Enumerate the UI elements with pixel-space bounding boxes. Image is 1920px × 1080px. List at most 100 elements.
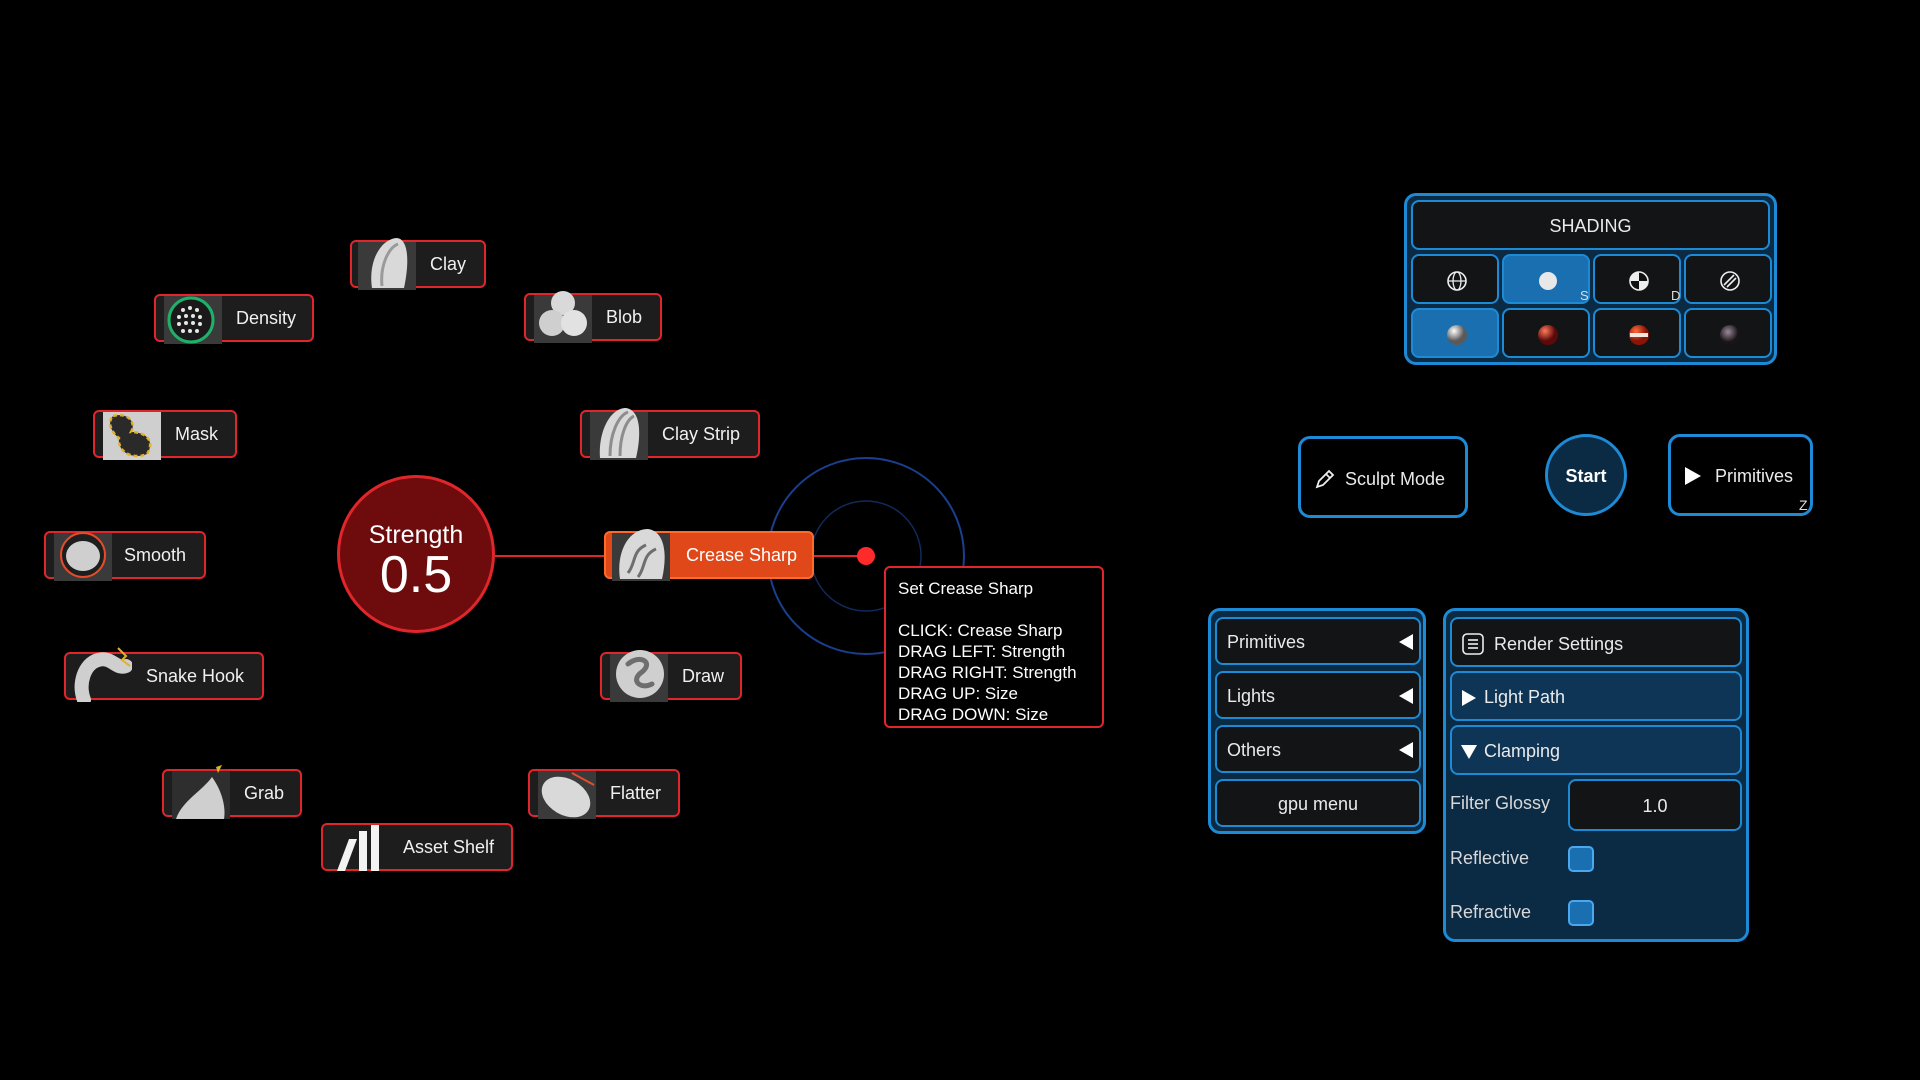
start-label: Start (1565, 466, 1607, 486)
brush-grab-label: Grab (244, 783, 285, 803)
solid-shortcut: S (1580, 288, 1589, 303)
material-preview-icon (1629, 271, 1649, 291)
play-icon (1685, 467, 1701, 485)
solid-shading-icon (1539, 272, 1557, 290)
brush-snake-hook[interactable]: Snake Hook (64, 647, 264, 702)
flatter-brush-icon (538, 771, 596, 819)
snake-hook-brush-icon (74, 647, 132, 702)
light-path-label: Light Path (1484, 687, 1566, 707)
triangle-left-icon (1399, 688, 1413, 704)
reflective-label: Reflective (1450, 848, 1530, 868)
menu-lights[interactable]: Lights (1215, 671, 1421, 719)
shading-wireframe-button[interactable] (1411, 254, 1499, 304)
blob-brush-icon (534, 291, 592, 343)
brush-flatter-label: Flatter (610, 783, 662, 803)
tooltip-line: DRAG UP: Size (898, 684, 1018, 703)
primitives-mode-label: Primitives (1715, 466, 1794, 486)
refractive-checkbox[interactable] (1568, 900, 1594, 926)
matcap-red-icon (1538, 325, 1558, 345)
brush-density[interactable]: Density (154, 294, 314, 344)
tooltip-title: Set Crease Sharp (898, 579, 1034, 598)
clay-brush-icon (358, 238, 416, 290)
clay-strip-brush-icon (590, 408, 648, 460)
strength-value: 0.5 (379, 546, 453, 604)
filter-glossy-label: Filter Glossy (1450, 793, 1551, 813)
brush-grab[interactable]: Grab (162, 765, 302, 819)
material-shortcut: D (1671, 288, 1681, 303)
add-menu-panel: Primitives Lights Others gpu menu (1208, 608, 1426, 834)
refractive-label: Refractive (1450, 902, 1532, 922)
shading-panel: SHADING S D (1404, 193, 1777, 365)
matcap-red-band-button[interactable] (1593, 308, 1681, 358)
tooltip-line: DRAG DOWN: Size (898, 705, 1049, 724)
triangle-down-icon (1461, 745, 1477, 759)
tooltip-line: DRAG LEFT: Strength (898, 642, 1066, 661)
reflective-checkbox[interactable] (1568, 846, 1594, 872)
brush-crease-sharp-label: Crease Sharp (686, 545, 798, 565)
shading-title: SHADING (1549, 216, 1632, 236)
tooltip-line: DRAG RIGHT: Strength (898, 663, 1077, 682)
sculpt-mode-button[interactable]: Sculpt Mode (1298, 436, 1468, 518)
cursor-dot (857, 547, 875, 565)
matcap-grey-button[interactable] (1411, 308, 1499, 358)
brush-clay[interactable]: Clay (350, 238, 486, 290)
menu-gpu-label: gpu menu (1277, 794, 1359, 814)
shading-solid-button[interactable]: S (1502, 254, 1590, 304)
menu-gpu[interactable]: gpu menu (1215, 779, 1421, 827)
render-settings-title: Render Settings (1494, 634, 1624, 654)
clamping-section[interactable]: Clamping (1450, 725, 1742, 775)
render-settings-panel: Render Settings Light Path Clamping Filt… (1443, 608, 1749, 942)
brush-blob-label: Blob (606, 307, 643, 327)
primitives-shortcut: Z (1799, 497, 1808, 513)
crease-sharp-brush-icon (612, 529, 670, 581)
shading-header: SHADING (1411, 200, 1770, 250)
shading-rendered-button[interactable] (1684, 254, 1772, 304)
render-settings-header[interactable]: Render Settings (1450, 617, 1742, 667)
filter-glossy-field[interactable]: 1.0 (1568, 779, 1742, 831)
draw-brush-icon (610, 650, 668, 702)
brush-mask-label: Mask (175, 424, 219, 444)
brush-crease-sharp[interactable]: Crease Sharp (604, 529, 814, 581)
matcap-dark-button[interactable] (1684, 308, 1772, 358)
brush-smooth[interactable]: Smooth (44, 531, 206, 581)
menu-others-label: Others (1227, 740, 1282, 760)
sculpt-mode-label: Sculpt Mode (1345, 469, 1446, 489)
brush-pen-icon (1315, 469, 1335, 489)
matcap-red-button[interactable] (1502, 308, 1590, 358)
triangle-right-icon (1462, 690, 1476, 706)
matcap-red-band-icon (1629, 325, 1649, 345)
brush-smooth-label: Smooth (124, 545, 187, 565)
list-icon (1462, 633, 1484, 655)
triangle-left-icon (1399, 742, 1413, 758)
asset-shelf-icon (337, 825, 379, 871)
brush-tooltip: Set Crease Sharp CLICK: Crease Sharp DRA… (884, 566, 1104, 728)
menu-primitives[interactable]: Primitives (1215, 617, 1421, 665)
grab-brush-icon (172, 765, 230, 819)
mask-brush-icon (103, 412, 161, 460)
brush-clay-label: Clay (430, 254, 467, 274)
triangle-left-icon (1399, 634, 1413, 650)
smooth-brush-icon (54, 532, 112, 581)
filter-glossy-value: 1.0 (1642, 796, 1668, 816)
clamping-label: Clamping (1484, 741, 1561, 761)
brush-snake-hook-label: Snake Hook (146, 666, 245, 686)
brush-mask[interactable]: Mask (93, 410, 237, 460)
matcap-grey-icon (1447, 325, 1467, 345)
primitives-mode-button[interactable]: Primitives Z (1668, 434, 1813, 516)
brush-flatter[interactable]: Flatter (528, 769, 680, 819)
density-brush-icon (164, 296, 222, 344)
menu-others[interactable]: Others (1215, 725, 1421, 773)
brush-density-label: Density (236, 308, 297, 328)
start-button[interactable]: Start (1545, 434, 1627, 516)
strength-dial[interactable]: Strength 0.5 (337, 475, 495, 633)
brush-clay-strip[interactable]: Clay Strip (580, 408, 760, 460)
strength-label: Strength (368, 521, 464, 549)
brush-asset-shelf[interactable]: Asset Shelf (321, 823, 513, 871)
wireframe-icon (1447, 271, 1467, 291)
brush-draw[interactable]: Draw (600, 650, 742, 702)
shading-material-button[interactable]: D (1593, 254, 1681, 304)
brush-blob[interactable]: Blob (524, 291, 662, 343)
rendered-icon (1720, 271, 1740, 291)
menu-primitives-label: Primitives (1227, 632, 1306, 652)
light-path-section[interactable]: Light Path (1450, 671, 1742, 721)
